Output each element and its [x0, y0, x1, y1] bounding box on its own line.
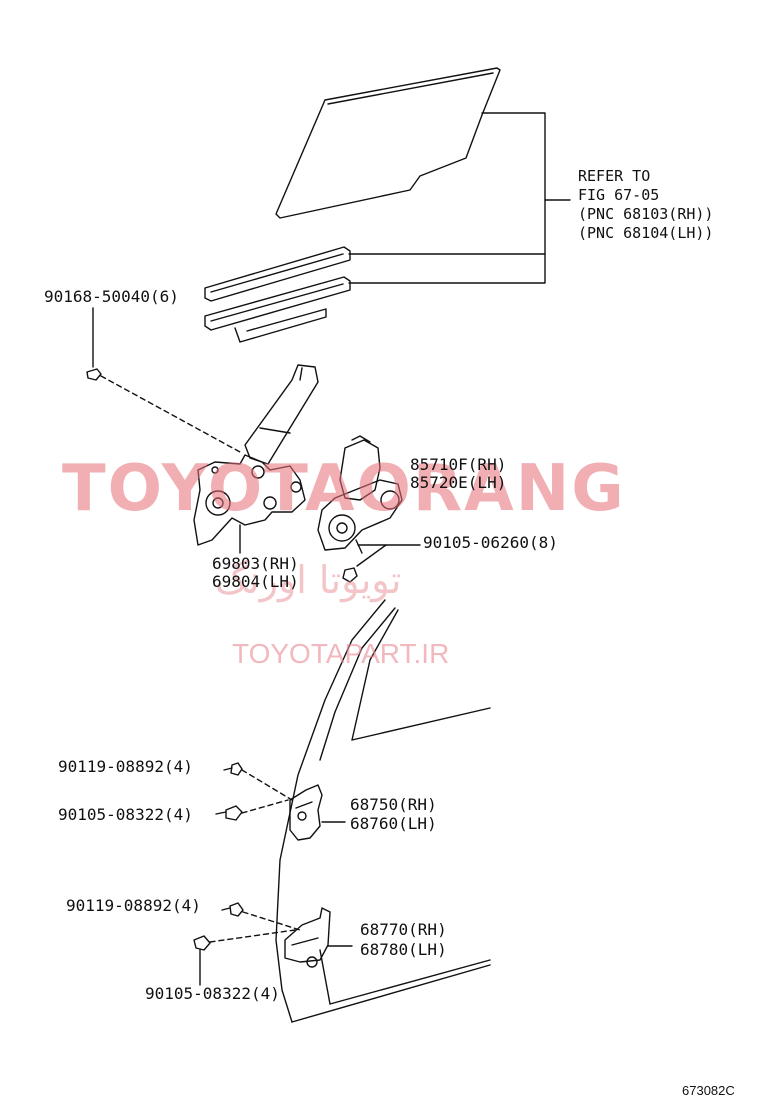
label-motor-lh: 85720E(LH): [410, 473, 507, 492]
watermark-url: TOYOTAPART.IR: [232, 638, 450, 669]
label-lower-hinge-rh: 68770(RH): [360, 920, 447, 939]
label-bolt-upper-hinge-a: 90119-08892(4): [58, 757, 193, 776]
upper-hinge: [215, 762, 346, 841]
lower-hinge: [193, 902, 353, 986]
regulator-motor: [317, 435, 403, 583]
label-bolt-motor: 90105-06260(8): [423, 533, 558, 552]
label-bolt-lower-hinge-a: 90119-08892(4): [66, 896, 201, 915]
glass-run-channel-upper: [204, 246, 351, 302]
glass-run-channel-lower: [204, 276, 351, 343]
label-bolt-upper-hinge-b: 90105-08322(4): [58, 805, 193, 824]
refer-line-1: REFER TO: [578, 167, 651, 185]
door-glass: [275, 67, 501, 219]
refer-line-3: (PNC 68103(RH)): [578, 205, 714, 223]
label-lower-hinge-lh: 68780(LH): [360, 940, 447, 959]
door-outline: [275, 599, 491, 1023]
watermark-persian: تویوتا اورنگ: [215, 558, 402, 602]
label-bolt-lower-hinge-b: 90105-08322(4): [145, 984, 280, 1003]
screw-90168: [86, 307, 241, 453]
figure-code: 673082C: [682, 1083, 735, 1098]
refer-bracket: [348, 112, 571, 284]
label-upper-hinge-lh: 68760(LH): [350, 814, 437, 833]
window-regulator: [193, 364, 319, 554]
refer-line-4: (PNC 68104(LH)): [578, 224, 714, 242]
refer-line-2: FIG 67-05: [578, 186, 660, 204]
label-upper-hinge-rh: 68750(RH): [350, 795, 437, 814]
label-screw-top: 90168-50040(6): [44, 287, 179, 306]
watermark-brand: TOYOTAORANG: [62, 452, 626, 526]
label-regulator-lh: 69804(LH): [212, 572, 299, 591]
label-motor-rh: 85710F(RH): [410, 455, 507, 474]
label-regulator-rh: 69803(RH): [212, 554, 299, 573]
